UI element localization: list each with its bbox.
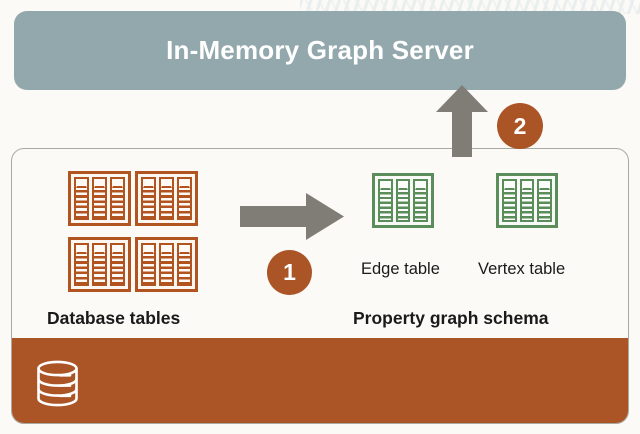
table-rows bbox=[380, 191, 391, 220]
table-column bbox=[378, 179, 393, 222]
step-badge-2-number: 2 bbox=[513, 112, 527, 139]
table-rows bbox=[521, 191, 533, 220]
table-rows bbox=[112, 255, 123, 284]
database-table-3 bbox=[68, 237, 131, 292]
table-rows bbox=[143, 255, 154, 284]
table-column bbox=[537, 179, 553, 222]
property-graph-schema-label: Property graph schema bbox=[353, 308, 549, 328]
table-header-cell bbox=[161, 245, 172, 254]
table-header-cell bbox=[521, 181, 533, 190]
table-rows bbox=[397, 191, 409, 220]
table-column bbox=[141, 177, 156, 220]
table-column bbox=[110, 243, 125, 286]
edge-table-icon bbox=[372, 173, 434, 228]
table-rows bbox=[94, 189, 105, 218]
step-badge-1: 1 bbox=[267, 250, 312, 295]
table-column bbox=[159, 177, 174, 220]
database-table-2 bbox=[135, 171, 198, 226]
table-rows bbox=[161, 255, 172, 284]
vertex-table-label: Vertex table bbox=[478, 260, 566, 278]
table-column bbox=[74, 177, 89, 220]
load-arrow-up bbox=[436, 85, 488, 157]
decorative-texture bbox=[300, 0, 640, 14]
table-header-cell bbox=[76, 179, 87, 188]
table-rows bbox=[415, 191, 427, 220]
database-table-4 bbox=[135, 237, 198, 292]
table-header-cell bbox=[143, 245, 154, 254]
database-panel: Edge table Vertex table Database tables … bbox=[11, 148, 629, 424]
table-header-cell bbox=[94, 245, 105, 254]
table-rows bbox=[143, 189, 154, 218]
table-header-cell bbox=[161, 179, 172, 188]
table-header-cell bbox=[112, 245, 123, 254]
table-column bbox=[74, 243, 89, 286]
table-column bbox=[502, 179, 517, 222]
table-header-cell bbox=[504, 181, 515, 190]
step-badge-2: 2 bbox=[497, 103, 543, 149]
table-column bbox=[413, 179, 429, 222]
transform-arrow-right bbox=[240, 193, 344, 240]
step-badge-1-number: 1 bbox=[283, 259, 296, 285]
table-rows bbox=[539, 191, 551, 220]
table-column bbox=[395, 179, 411, 222]
table-column bbox=[110, 177, 125, 220]
table-rows bbox=[76, 255, 87, 284]
table-header-cell bbox=[94, 179, 105, 188]
table-rows bbox=[161, 189, 172, 218]
table-column bbox=[177, 243, 192, 286]
database-tables-label: Database tables bbox=[47, 308, 181, 328]
table-rows bbox=[179, 255, 190, 284]
table-column bbox=[177, 177, 192, 220]
table-header-cell bbox=[179, 179, 190, 188]
vertex-table-icon bbox=[496, 173, 558, 228]
table-header-cell bbox=[112, 179, 123, 188]
table-column bbox=[519, 179, 535, 222]
database-table-1 bbox=[68, 171, 131, 226]
table-header-cell bbox=[76, 245, 87, 254]
table-header-cell bbox=[397, 181, 409, 190]
table-column bbox=[159, 243, 174, 286]
table-rows bbox=[112, 189, 123, 218]
table-column bbox=[92, 243, 107, 286]
table-column bbox=[141, 243, 156, 286]
banner-title: In-Memory Graph Server bbox=[166, 35, 474, 65]
database-cylinder-icon bbox=[37, 360, 78, 407]
table-rows bbox=[179, 189, 190, 218]
edge-table-label: Edge table bbox=[361, 260, 440, 278]
table-header-cell bbox=[143, 179, 154, 188]
table-header-cell bbox=[415, 181, 427, 190]
table-column bbox=[92, 177, 107, 220]
table-rows bbox=[504, 191, 515, 220]
database-footer-bar bbox=[12, 338, 628, 423]
table-rows bbox=[94, 255, 105, 284]
in-memory-graph-server-banner: In-Memory Graph Server bbox=[14, 11, 626, 90]
table-header-cell bbox=[380, 181, 391, 190]
table-rows bbox=[76, 189, 87, 218]
table-header-cell bbox=[539, 181, 551, 190]
table-header-cell bbox=[179, 245, 190, 254]
